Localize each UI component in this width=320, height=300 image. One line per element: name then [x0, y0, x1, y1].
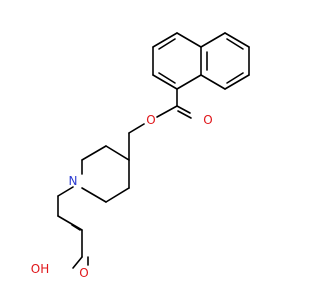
bond — [224, 74, 250, 90]
carbonyl-oxygen-label: O — [203, 113, 212, 127]
nitrogen-atom-label: N — [69, 174, 78, 188]
bond — [226, 38, 244, 50]
bond — [128, 123, 145, 134]
bond — [177, 110, 192, 119]
bond — [176, 105, 191, 114]
bond — [57, 186, 74, 197]
bond — [71, 224, 81, 231]
acid-carbonyl-oxygen-label: O — [79, 266, 88, 280]
bond — [72, 256, 83, 269]
bond — [176, 32, 202, 48]
bond — [226, 72, 244, 84]
bond — [156, 105, 178, 118]
bond — [200, 32, 226, 48]
atom-labels: N O O O OH — [31, 113, 213, 280]
bonds — [57, 32, 250, 269]
bond — [152, 74, 178, 90]
acid-hydroxyl-label: OH — [31, 262, 49, 276]
bond — [81, 145, 107, 161]
bond — [57, 215, 83, 231]
bond — [158, 72, 176, 84]
bond — [158, 38, 176, 50]
bond — [152, 32, 178, 48]
molecule-structure: N O O O OH — [31, 32, 250, 280]
bond — [105, 145, 130, 161]
bond — [105, 187, 130, 203]
bond — [224, 32, 250, 48]
ester-oxygen-label: O — [146, 113, 155, 127]
bond — [200, 74, 226, 90]
bond — [176, 74, 202, 90]
bond — [81, 187, 107, 203]
